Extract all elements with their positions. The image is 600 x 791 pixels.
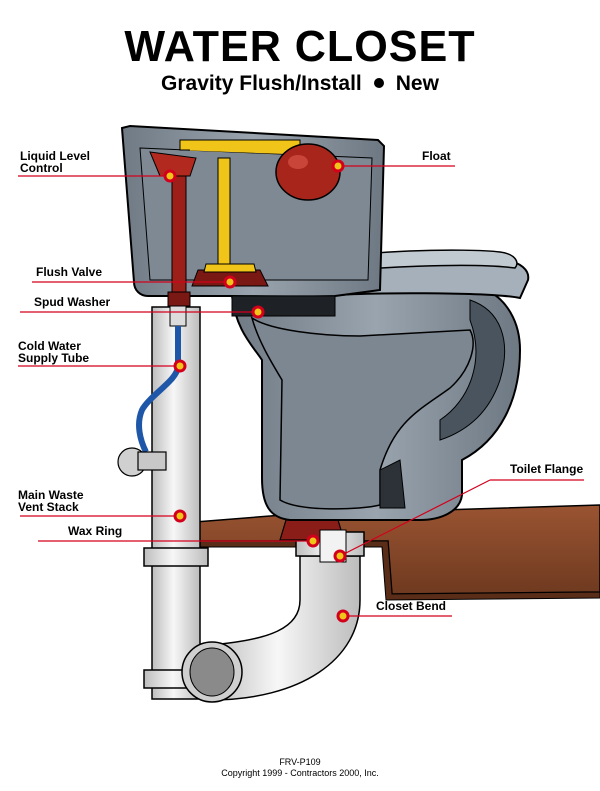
- callout-dot-wax-ring: [306, 534, 320, 548]
- callout-dot-main-waste-vent-stack: [173, 509, 187, 523]
- float-ball: [189, 143, 341, 201]
- label-main-waste-vent-stack: Main Waste Vent Stack: [18, 489, 84, 513]
- label-wax-ring: Wax Ring: [68, 524, 123, 538]
- footer-copyright: Copyright 1999 - Contractors 2000, Inc.: [221, 768, 379, 778]
- liquid-level-control-valve: [149, 151, 197, 307]
- closet-bend: [181, 531, 365, 703]
- label-flush-valve: Flush Valve: [36, 265, 103, 279]
- callout-dot-liquid-level-control: [163, 169, 177, 183]
- footer-code: FRV-P109: [279, 757, 321, 767]
- label-cold-water-supply-tube-line1: Cold Water: [18, 339, 81, 353]
- page-title: WATER CLOSET: [124, 22, 476, 71]
- label-cold-water-supply-tube-line2: Supply Tube: [18, 351, 90, 365]
- callout-dot-toilet-flange: [333, 549, 347, 563]
- label-main-waste-vent-stack-line2: Vent Stack: [18, 500, 79, 514]
- label-liquid-level-control-line1: Liquid Level: [20, 149, 91, 163]
- cold-water-supply-tube: [117, 305, 187, 477]
- callout-dot-float: [331, 159, 345, 173]
- subtitle-right: New: [395, 72, 439, 95]
- callout-dot-cold-water-supply-tube: [173, 359, 187, 373]
- subtitle-left: Gravity Flush/Install: [161, 72, 362, 95]
- callout-dot-spud-washer: [251, 305, 265, 319]
- label-liquid-level-control: Liquid Level Control: [20, 150, 90, 174]
- flush-valve: [179, 139, 301, 287]
- callout-dots: [163, 159, 350, 623]
- leader-lines: [18, 165, 584, 617]
- bullet-dot: [373, 77, 384, 88]
- callout-dot-closet-bend: [336, 609, 350, 623]
- toilet-bowl: [230, 249, 530, 521]
- label-float: Float: [422, 149, 451, 163]
- label-toilet-flange: Toilet Flange: [510, 462, 584, 476]
- label-closet-bend: Closet Bend: [376, 599, 447, 613]
- callout-dot-flush-valve: [223, 275, 237, 289]
- page-subtitle: Gravity Flush/Install New: [0, 72, 600, 96]
- label-cold-water-supply-tube: Cold Water Supply Tube: [18, 340, 89, 364]
- label-spud-washer: Spud Washer: [34, 295, 111, 309]
- label-main-waste-vent-stack-line1: Main Waste: [18, 488, 84, 502]
- label-liquid-level-control-line2: Control: [20, 161, 63, 175]
